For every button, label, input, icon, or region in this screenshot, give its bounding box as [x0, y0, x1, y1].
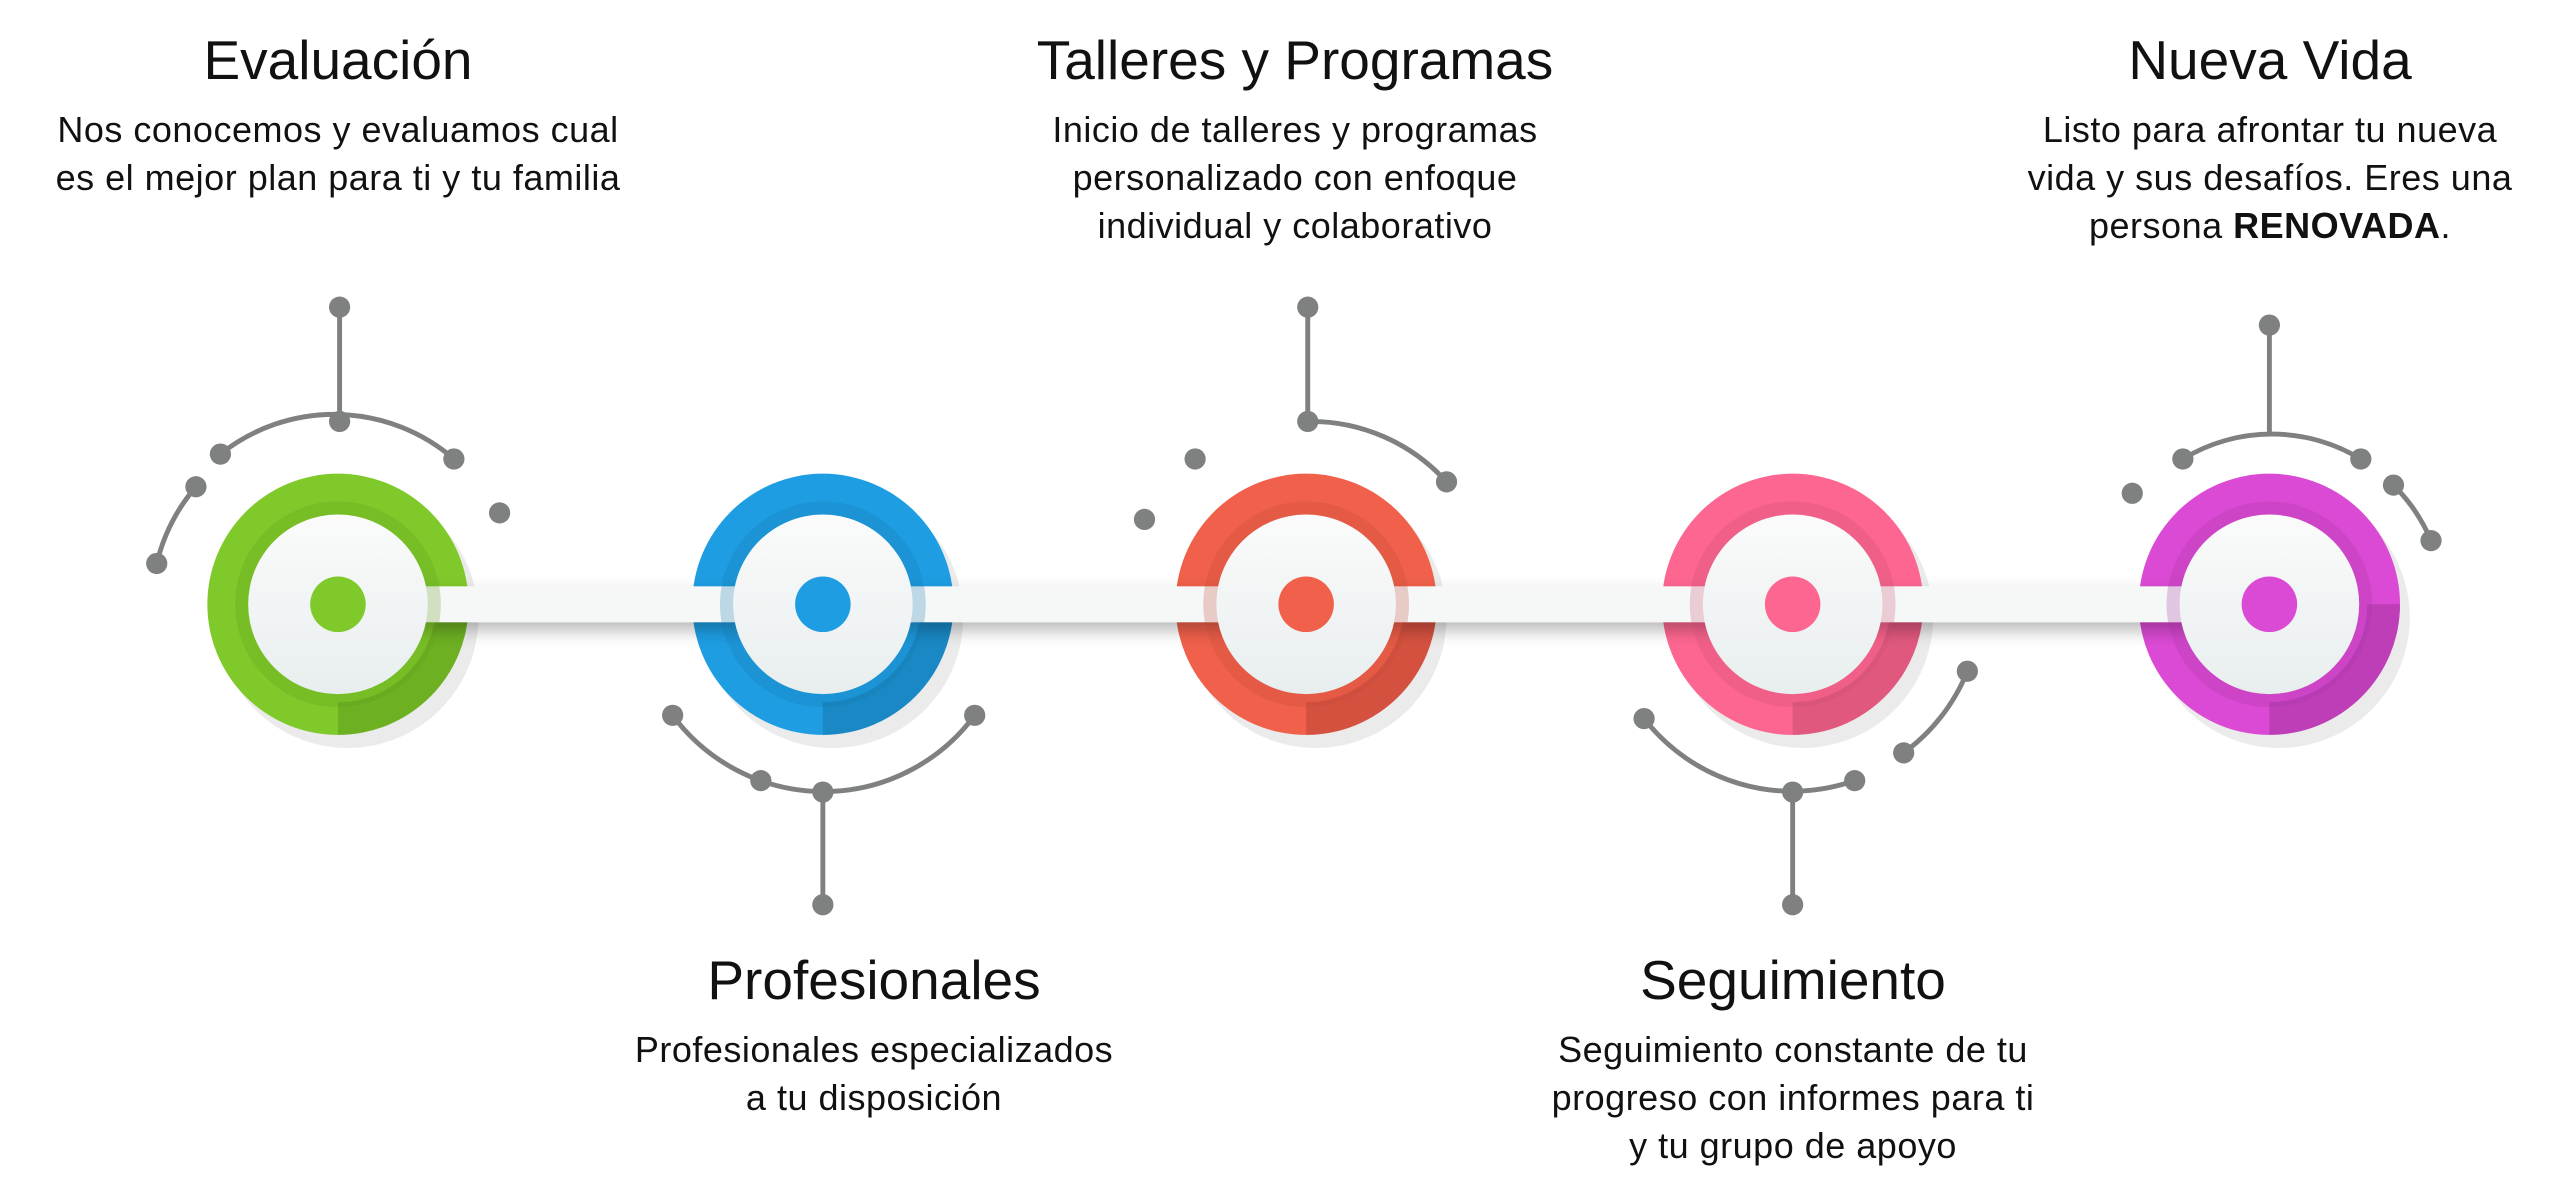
connector-dot	[964, 704, 986, 726]
description-line: y tu grupo de apoyo	[1629, 1125, 1957, 1166]
description-line: a tu disposición	[745, 1077, 1003, 1118]
step-profesionales: Profesionales Profesionales especializad…	[494, 948, 1254, 1122]
description-line: persona RENOVADA.	[1890, 202, 2560, 250]
connector-dot	[812, 781, 834, 803]
connector-dot	[1956, 660, 1978, 682]
connector-dot	[1893, 742, 1915, 764]
step-title: Talleres y Programas	[1036, 29, 1554, 91]
description-line: Listo para afrontar tu nueva	[2042, 109, 2498, 150]
step-title: Evaluación	[203, 29, 473, 91]
connector-dot	[488, 502, 511, 524]
step-evaluacion: Evaluación Nos conocemos y evaluamos cua…	[0, 28, 718, 202]
connector-dot	[662, 704, 684, 726]
connector-dot	[1297, 296, 1319, 318]
text: .	[2440, 205, 2451, 246]
connector-dot	[1297, 410, 1319, 433]
connector-dot	[1435, 471, 1458, 493]
ring-shade	[1792, 604, 1924, 735]
description-line: Profesionales especializados	[634, 1029, 1114, 1070]
step-title: Nueva Vida	[2128, 29, 2412, 91]
description-line: personalizado con enfoque	[1072, 157, 1518, 198]
step-center-dot	[310, 576, 366, 633]
emphasis-text: RENOVADA	[2233, 205, 2441, 246]
connector-dot	[2350, 448, 2372, 470]
step-center-dot	[795, 576, 851, 633]
step-title: Seguimiento	[1640, 949, 1946, 1011]
step-seguimiento: Seguimiento Seguimiento constante de tu …	[1413, 948, 2173, 1170]
step-center-dot	[2241, 576, 2298, 633]
connector-dot	[1633, 707, 1655, 730]
description-line: es el mejor plan para ti y tu familia	[55, 157, 621, 198]
connector-dot	[209, 443, 232, 465]
connector-dot	[146, 552, 168, 575]
description-line: progreso con informes para ti	[1551, 1077, 2035, 1118]
connector-dot	[812, 894, 834, 916]
step-description: Listo para afrontar tu nueva vida y sus …	[1890, 106, 2560, 250]
connector-dot	[1844, 770, 1866, 792]
ring-shade	[822, 604, 954, 735]
connector-dot	[2172, 448, 2194, 470]
connector-dot	[2121, 482, 2143, 504]
connector-dot	[2420, 530, 2442, 552]
ring-shade	[1306, 604, 1437, 735]
description-line: individual y colaborativo	[1097, 205, 1493, 246]
connector-dot	[1184, 448, 1206, 470]
step-center-dot	[1764, 576, 1821, 633]
connector-dot	[443, 448, 465, 470]
text: persona	[2089, 205, 2234, 246]
connector-dot	[328, 410, 351, 433]
connector-dot	[328, 296, 351, 318]
description-line: Seguimiento constante de tu	[1558, 1029, 2028, 1070]
step-description: Inicio de talleres y programas personali…	[915, 106, 1675, 250]
description-line: Inicio de talleres y programas	[1052, 109, 1538, 150]
connector-dot	[185, 476, 207, 498]
connector-dot	[2258, 314, 2280, 336]
connector-dot	[750, 770, 772, 792]
connector-dot	[1782, 894, 1804, 916]
step-title: Profesionales	[707, 949, 1041, 1011]
ring-shade	[2269, 604, 2400, 735]
ring-shade	[337, 604, 469, 735]
description-line: vida y sus desafíos. Eres una	[2027, 157, 2513, 198]
connector-dot	[2382, 474, 2405, 496]
connector-dot	[1133, 508, 1156, 531]
step-description: Seguimiento constante de tu progreso con…	[1413, 1026, 2173, 1170]
step-nueva-vida: Nueva Vida Listo para afrontar tu nueva …	[1890, 28, 2560, 250]
step-description: Profesionales especializados a tu dispos…	[494, 1026, 1254, 1122]
step-talleres: Talleres y Programas Inicio de talleres …	[915, 28, 1675, 250]
connector-dot	[1782, 781, 1804, 803]
step-description: Nos conocemos y evaluamos cual es el mej…	[0, 106, 718, 202]
description-line: Nos conocemos y evaluamos cual	[57, 109, 619, 150]
step-center-dot	[1278, 576, 1334, 633]
